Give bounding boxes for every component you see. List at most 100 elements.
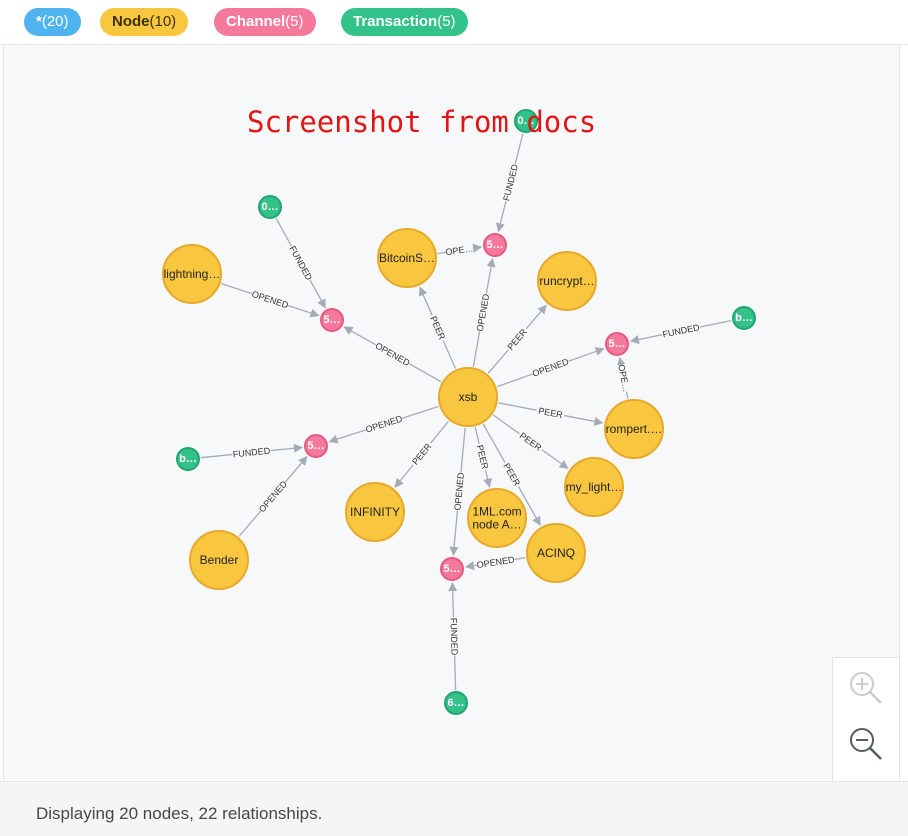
legend-pill-all[interactable]: *(20)	[24, 8, 81, 36]
legend-node-count: (10)	[149, 13, 177, 30]
relationship-edge[interactable]: PEER	[498, 402, 604, 426]
channel-node-ch5[interactable]: 5…	[440, 557, 464, 581]
channel-circle[interactable]	[440, 557, 464, 581]
channel-node-ch1[interactable]: 5…	[483, 233, 507, 257]
relationship-edge[interactable]: PEER	[473, 426, 493, 488]
relationship-label-bg	[444, 242, 474, 259]
node-circle[interactable]	[537, 251, 597, 311]
node-node-acinq[interactable]: ACINQ	[526, 523, 586, 583]
relationship-edge[interactable]: OPENED	[238, 455, 308, 537]
node-label: xsb	[459, 390, 478, 404]
relationship-label-bg	[231, 444, 272, 461]
channel-circle[interactable]	[304, 434, 328, 458]
node-node-bitcoins[interactable]: BitcoinS…	[377, 228, 437, 288]
relationship-label: FUNDED	[287, 244, 314, 282]
node-label: runcrypt…	[539, 274, 594, 288]
transaction-circle[interactable]	[176, 447, 200, 471]
node-circle[interactable]	[438, 367, 498, 427]
channel-node-ch2[interactable]: 5…	[320, 308, 344, 332]
channel-label: 5…	[307, 440, 324, 452]
transaction-circle[interactable]	[258, 195, 282, 219]
node-node-xsb[interactable]: xsb	[438, 367, 498, 427]
relationship-edge[interactable]: PEER	[418, 286, 457, 369]
transaction-label: 6…	[447, 697, 464, 709]
node-circle[interactable]	[604, 399, 664, 459]
transaction-node-tx4[interactable]: b…	[176, 447, 200, 471]
relationship-label-bg	[473, 292, 493, 333]
relationship-label-bg	[451, 471, 467, 512]
relationship-edge[interactable]: OPENED	[343, 326, 442, 383]
relationship-edge[interactable]: FUNDED	[447, 582, 461, 691]
transaction-node-tx5[interactable]: 6…	[444, 691, 468, 715]
node-circle[interactable]	[162, 244, 222, 304]
relationship-label-bg	[408, 439, 436, 469]
relationship-edge[interactable]: OPENED	[464, 553, 526, 572]
relationship-edge[interactable]: OPENED	[449, 427, 467, 556]
node-circle[interactable]	[189, 530, 249, 590]
relationship-label-bg	[499, 459, 524, 490]
relationship-edge[interactable]: OPENED	[328, 405, 439, 444]
relationship-label-bg	[660, 321, 702, 341]
node-circle[interactable]	[526, 523, 586, 583]
node-node-lightning[interactable]: lightning…	[162, 244, 222, 304]
relationship-edge[interactable]: FUNDED	[495, 133, 524, 233]
channel-label: 5…	[443, 563, 460, 575]
relationship-edge[interactable]: OPENED	[472, 257, 496, 367]
relationship-label: PEER	[501, 461, 522, 488]
legend-pill-transaction[interactable]: Transaction(5)	[341, 8, 468, 36]
legend-pill-channel[interactable]: Channel(5)	[214, 8, 316, 36]
channel-circle[interactable]	[320, 308, 344, 332]
node-label: node A…	[472, 518, 521, 532]
node-node-infinity[interactable]: INFINITY	[345, 482, 405, 542]
transaction-circle[interactable]	[732, 306, 756, 330]
transaction-node-tx3[interactable]: b…	[732, 306, 756, 330]
relationship-edge[interactable]: OPE…	[437, 242, 483, 259]
zoom-out-button[interactable]	[846, 724, 886, 764]
watermark-text: Screenshot from docs	[247, 105, 597, 139]
relationship-label-bg	[255, 478, 291, 516]
node-circle[interactable]	[467, 488, 527, 548]
node-label: rompert.…	[606, 422, 663, 436]
status-bar: Displaying 20 nodes, 22 relationships.	[0, 781, 908, 836]
node-circle[interactable]	[377, 228, 437, 288]
relationship-edge[interactable]: OPE…	[615, 356, 633, 399]
node-node-rompert[interactable]: rompert.…	[604, 399, 664, 459]
zoom-in-button[interactable]	[846, 668, 886, 708]
node-label: BitcoinS…	[379, 251, 435, 265]
legend-channel-name: Channel	[226, 13, 286, 30]
relationship-edge[interactable]: FUNDED	[200, 443, 303, 461]
relationship-edge[interactable]: PEER	[487, 304, 547, 374]
channel-node-ch3[interactable]: 5…	[605, 332, 629, 356]
relationship-label: OPE…	[445, 243, 474, 257]
channel-node-ch4[interactable]: 5…	[304, 434, 328, 458]
node-circle[interactable]	[564, 457, 624, 517]
node-circle[interactable]	[345, 482, 405, 542]
relationship-label-bg	[515, 428, 546, 455]
relationship-edge[interactable]: PEER	[394, 420, 450, 488]
transaction-circle[interactable]	[514, 109, 538, 133]
transaction-node-tx2[interactable]: 0…	[258, 195, 282, 219]
zoom-controls	[832, 657, 899, 781]
relationship-label: PEER	[538, 406, 564, 421]
node-node-mylight[interactable]: my_light…	[564, 457, 624, 517]
channel-circle[interactable]	[483, 233, 507, 257]
relationship-label-bg	[615, 363, 633, 393]
relationship-edge[interactable]: OPENED	[221, 283, 320, 318]
transaction-circle[interactable]	[444, 691, 468, 715]
node-node-runcrypt[interactable]: runcrypt…	[537, 251, 597, 311]
node-node-bender[interactable]: Bender	[189, 530, 249, 590]
transaction-node-tx1[interactable]: 0…	[514, 109, 538, 133]
node-label: INFINITY	[350, 505, 400, 519]
legend-pill-node[interactable]: Node(10)	[100, 8, 189, 36]
channel-circle[interactable]	[605, 332, 629, 356]
relationship-label: FUNDED	[448, 618, 459, 656]
relationship-edge[interactable]: FUNDED	[275, 218, 326, 309]
relationship-edge[interactable]: FUNDED	[629, 319, 732, 345]
relationship-label: OPENED	[452, 472, 466, 511]
relationship-edge[interactable]: OPENED	[496, 347, 605, 388]
legend-all-count: (20)	[41, 13, 69, 30]
relationship-label: OPENED	[531, 356, 571, 378]
